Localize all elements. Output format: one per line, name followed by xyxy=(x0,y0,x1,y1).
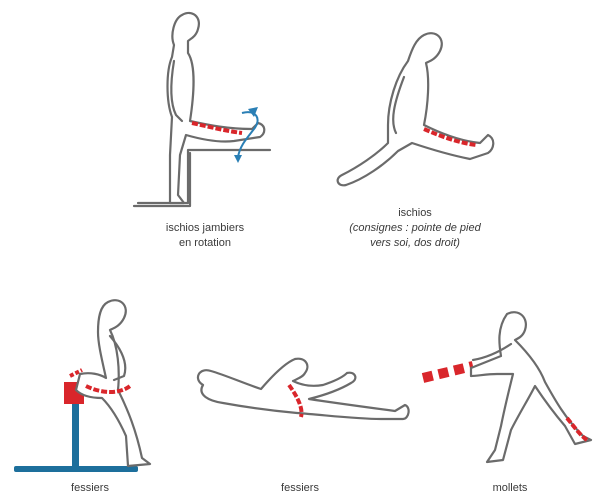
wall-marker xyxy=(423,366,473,378)
caption-hamstring-rotation: ischios jambiers en rotation xyxy=(120,221,290,251)
prop-base xyxy=(14,466,138,472)
person-figure xyxy=(76,300,150,466)
person-figure xyxy=(338,33,494,185)
person-figure xyxy=(168,13,265,203)
glutes-standing-illustration xyxy=(10,290,175,480)
step-outline xyxy=(138,150,270,203)
caption-glutes-lying: fessiers xyxy=(250,481,350,496)
prop-post xyxy=(72,400,79,470)
caption-glutes-standing: fessiers xyxy=(40,481,140,496)
glutes-lying-illustration xyxy=(185,345,415,435)
caption-hamstring: ischios (consignes : pointe de pied vers… xyxy=(310,206,520,251)
hamstring-rotation-illustration xyxy=(130,5,280,210)
calves-illustration xyxy=(415,300,603,480)
caption-calves: mollets xyxy=(460,481,560,496)
hamstring-illustration xyxy=(320,25,500,200)
person-figure xyxy=(471,312,591,462)
